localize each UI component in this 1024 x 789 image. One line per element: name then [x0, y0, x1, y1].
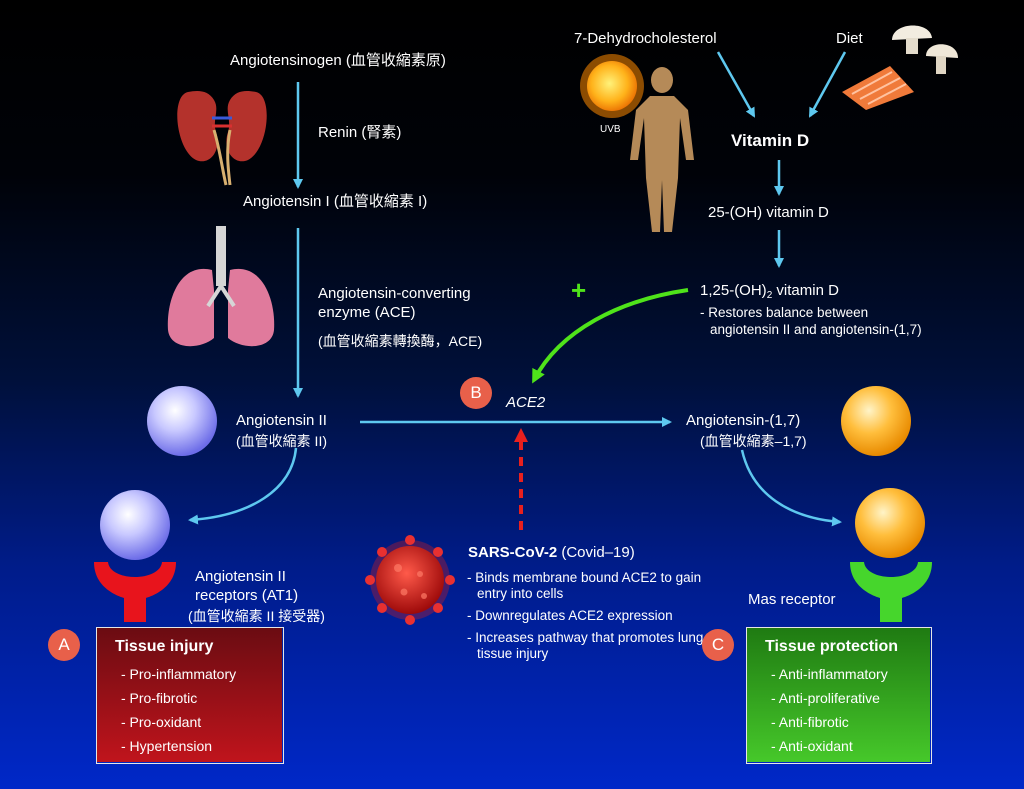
vitamin-d-label: Vitamin D: [731, 131, 810, 150]
tissue-injury-item: - Hypertension: [121, 738, 213, 754]
mas-receptor-label: Mas receptor: [748, 591, 836, 608]
dehydrocholesterol-label: 7-Dehydrocholesterol: [574, 30, 717, 47]
angiotensin-i-label: Angiotensin I (血管收縮素 I): [243, 193, 428, 210]
virus-icon: [365, 535, 455, 625]
sars-cov-2-title: SARS-CoV-2 (Covid–19): [468, 544, 635, 561]
uvb-label: UVB: [600, 124, 621, 135]
salmon-icon: [842, 66, 914, 110]
lungs-icon: [167, 226, 275, 347]
bound-angiotensin-1-7-sphere: [855, 488, 925, 558]
diet-label: Diet: [836, 30, 863, 47]
angiotensin-1-7-label: Angiotensin-(1,7): [686, 412, 801, 429]
tissue-injury-title: Tissue injury: [115, 638, 214, 655]
restores-balance-line1: - Restores balance between: [700, 305, 869, 320]
ace-label-line3: (血管收縮素轉換酶，ACE): [318, 333, 483, 349]
sars-cov-2-bullets: - Binds membrane bound ACE2 to gain entr…: [467, 570, 707, 668]
at1-receptor-label-line3: (血管收縮素 II 接受器): [188, 608, 325, 624]
tissue-protection-box: Tissue protection - Anti-inflammatory - …: [746, 627, 932, 764]
angiotensin-ii-label: Angiotensin II: [236, 412, 327, 429]
at1-receptor-label-line2: receptors (AT1): [195, 587, 299, 604]
arrow-dehydro-to-vitd: [716, 51, 756, 118]
arrow-ang2-to-at1: [188, 447, 298, 525]
sars-bullet: - Binds membrane bound ACE2 to gain entr…: [467, 570, 702, 601]
tissue-protection-item: - Anti-proliferative: [771, 690, 880, 706]
badge-c: C: [702, 629, 734, 661]
badge-a: A: [48, 629, 80, 661]
renin-label: Renin (腎素): [318, 124, 402, 141]
tissue-protection-title: Tissue protection: [765, 638, 899, 655]
tissue-protection-item: - Anti-fibrotic: [771, 714, 849, 730]
sars-bullet: - Downregulates ACE2 expression: [467, 608, 673, 623]
tissue-injury-item: - Pro-fibrotic: [121, 690, 198, 706]
restores-balance-line2: angiotensin II and angiotensin-(1,7): [710, 322, 922, 337]
at1-receptor-label-line1: Angiotensin II: [195, 568, 286, 585]
tissue-protection-item: - Anti-oxidant: [771, 738, 853, 754]
mas-receptor-icon: [850, 562, 932, 622]
arrow-diet-to-vitd: [808, 51, 847, 118]
angiotensin-1-7-cn-label: (血管收縮素–1,7): [700, 433, 807, 449]
kidney-icon: [177, 90, 267, 186]
arrow-ang17-to-mas: [740, 449, 842, 527]
at1-receptor-icon: [94, 562, 176, 622]
angiotensinogen-label: Angiotensinogen (血管收縮素原): [230, 52, 446, 69]
angiotensin-ii-sphere: [147, 386, 217, 456]
green-stimulation-arrow: [532, 288, 689, 384]
human-body-icon: [630, 67, 694, 232]
badge-b: B: [460, 377, 492, 409]
ace2-label: ACE2: [506, 394, 546, 411]
ace-label-line2: enzyme (ACE): [318, 304, 416, 321]
sars-bullet: - Increases pathway that promotes lung t…: [467, 630, 704, 661]
125-oh2-vitamin-d-label: 1,25-(OH)2 vitamin D: [700, 282, 839, 301]
sun-icon: [580, 54, 644, 118]
ace-label-line1: Angiotensin-converting: [318, 285, 471, 302]
tissue-injury-box-bg: [96, 627, 282, 762]
tissue-protection-box-bg: [746, 627, 930, 762]
angiotensin-1-7-sphere: [841, 386, 911, 456]
tissue-injury-item: - Pro-inflammatory: [121, 666, 237, 682]
tissue-injury-box: Tissue injury - Pro-inflammatory - Pro-f…: [96, 627, 284, 764]
bound-angiotensin-ii-sphere: [100, 490, 170, 560]
tissue-protection-item: - Anti-inflammatory: [771, 666, 888, 682]
tissue-injury-item: - Pro-oxidant: [121, 714, 202, 730]
mushroom-icon: [892, 25, 958, 74]
angiotensin-ii-cn-label: (血管收縮素 II): [236, 433, 327, 449]
25-oh-vitamin-d-label: 25-(OH) vitamin D: [708, 204, 829, 221]
plus-sign: +: [571, 275, 587, 305]
